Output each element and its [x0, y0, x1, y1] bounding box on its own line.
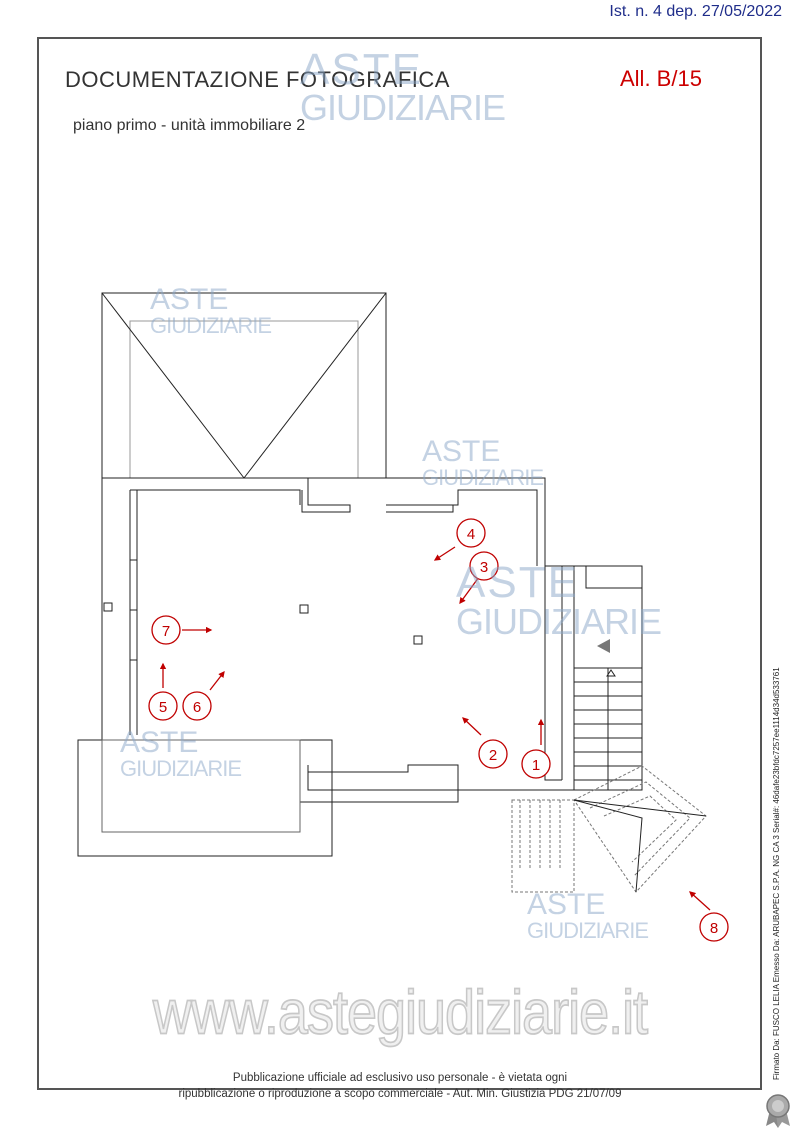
photo-marker-1 [521, 749, 551, 779]
notice-line-2: ripubblicazione o riproduzione a scopo c… [178, 1088, 622, 1100]
notice-line-1: Pubblicazione ufficiale ad esclusivo uso… [232, 1072, 568, 1084]
deposit-stamp: Ist. n. 4 dep. 27/05/2022 [609, 3, 782, 20]
photo-marker-4 [456, 518, 486, 548]
document-title: DOCUMENTAZIONE FOTOGRAFICA [65, 67, 450, 92]
site-watermark: www.astegiudiziarie.it [152, 978, 649, 1049]
attachment-code: All. B/15 [620, 66, 702, 91]
photo-marker-3 [469, 551, 499, 581]
page-frame [37, 37, 762, 1090]
photo-marker-label: 4 [467, 526, 475, 543]
photo-marker-label: 6 [193, 699, 201, 716]
photo-marker-6 [182, 691, 212, 721]
photo-marker-label: 1 [532, 757, 540, 774]
photo-marker-label: 2 [489, 747, 497, 764]
photo-marker-8 [699, 912, 729, 942]
photo-marker-label: 5 [159, 699, 167, 716]
photo-marker-2 [478, 739, 508, 769]
balcony-inner [101, 739, 301, 833]
external-stairs [511, 765, 707, 893]
certificate-seal-icon [766, 1094, 790, 1128]
publication-notice: Pubblicazione ufficiale ad esclusivo uso… [140, 1070, 660, 1102]
photo-marker-label: 3 [480, 559, 488, 576]
photo-marker-label: 7 [162, 623, 170, 640]
photo-marker-label: 8 [710, 920, 718, 937]
photo-marker-5 [148, 691, 178, 721]
entrance-arrow-icon [597, 639, 610, 653]
roof-inner [129, 320, 359, 479]
document-subtitle: piano primo - unità immobiliare 2 [73, 117, 306, 134]
photo-marker-7 [151, 615, 181, 645]
digital-signature: Firmato Da: FUSCO LELIA Emesso Da: ARUBA… [772, 667, 781, 1080]
balcony-outline [77, 739, 333, 857]
stair-treads [574, 668, 642, 790]
